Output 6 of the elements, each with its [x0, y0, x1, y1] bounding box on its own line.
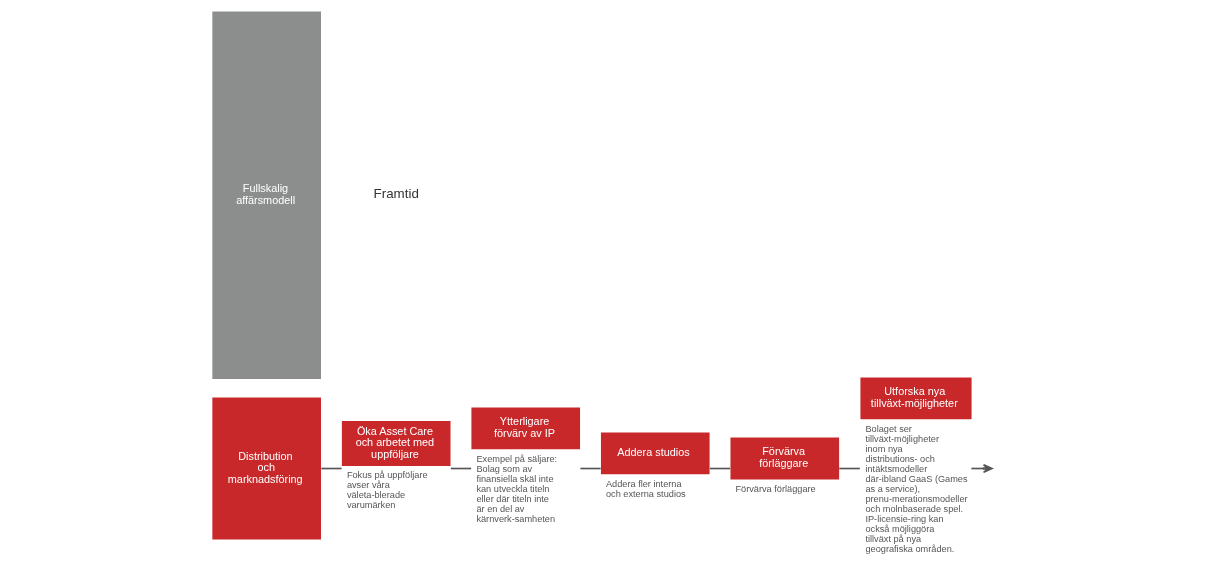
- label: Framtid: [373, 186, 419, 202]
- node-label: Addera fler interna och externa studios: [605, 478, 686, 499]
- node-label: Förvärva förläggare: [735, 483, 816, 494]
- node-label: Bolaget ser tillväxt-möjligheter inom nya distributions- och intäktsmodeller där-ibland GaaS (Games as a service), prenu-merationsmodeller och molnbaserade spel. IP-licensie-ring kan också möjliggöra tillväxt på nya geografiska områden.: [865, 423, 968, 554]
- node-label: Fokus på uppföljare avser våra väleta-blerade varumärken: [346, 470, 428, 511]
- node-label: Exempel på säljare: Bolag som av finansiella skäl inte kan utveckla titeln eller där titeln inte är en del av kärnverk-samheten: [476, 453, 558, 524]
